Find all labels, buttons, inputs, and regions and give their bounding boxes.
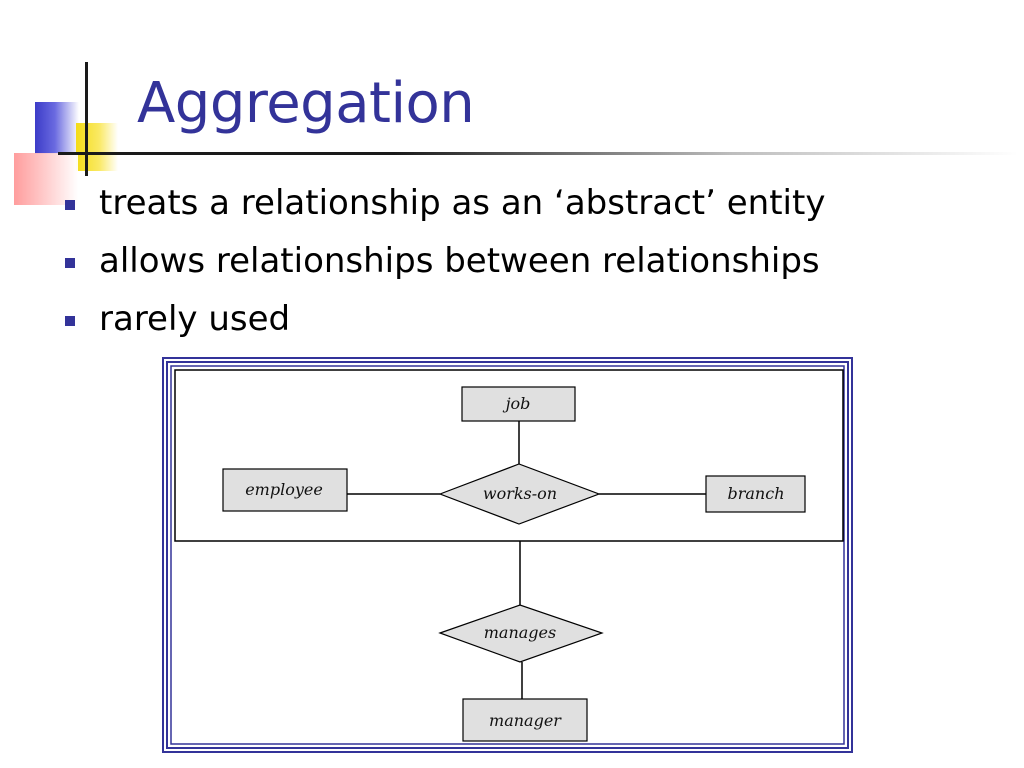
bullet-item: allows relationships between relationshi…	[62, 238, 825, 296]
entity-manager-label: manager	[489, 711, 562, 730]
aggregation-box	[174, 369, 844, 542]
bullet-list: treats a relationship as an ‘abstract’ e…	[62, 180, 825, 354]
relationship-works-on	[438, 463, 601, 525]
relationship-manages-label: manages	[484, 623, 556, 642]
relationship-works-on-label: works-on	[483, 484, 557, 503]
entity-employee	[222, 468, 348, 512]
er-diagram: job employee works-on branch manages man…	[162, 357, 853, 753]
bullet-text: allows relationships between relationshi…	[99, 241, 820, 281]
bullet-item: treats a relationship as an ‘abstract’ e…	[62, 180, 825, 238]
decor-red-square	[14, 153, 78, 205]
diagram-frame-outer	[162, 357, 853, 753]
diagram-frame-inner	[170, 365, 845, 745]
diagram-frame-middle	[166, 361, 849, 749]
square-bullet-icon	[65, 200, 75, 210]
entity-job	[461, 386, 576, 422]
square-bullet-icon	[65, 316, 75, 326]
square-bullet-icon	[65, 258, 75, 268]
decor-yellow-square	[76, 123, 118, 171]
bullet-text: treats a relationship as an ‘abstract’ e…	[99, 183, 826, 223]
relationship-manages	[438, 604, 604, 663]
title-underline	[58, 152, 1018, 155]
decor-vertical-line	[85, 62, 88, 176]
entity-employee-label: employee	[245, 480, 323, 499]
entity-job-label: job	[503, 394, 531, 413]
slide-title: Aggregation	[137, 71, 475, 136]
entity-manager	[462, 698, 588, 742]
bullet-text: rarely used	[99, 299, 291, 339]
entity-branch-label: branch	[728, 484, 785, 503]
decor-blue-square	[35, 102, 79, 154]
entity-branch	[705, 475, 806, 513]
bullet-item: rarely used	[62, 296, 825, 354]
